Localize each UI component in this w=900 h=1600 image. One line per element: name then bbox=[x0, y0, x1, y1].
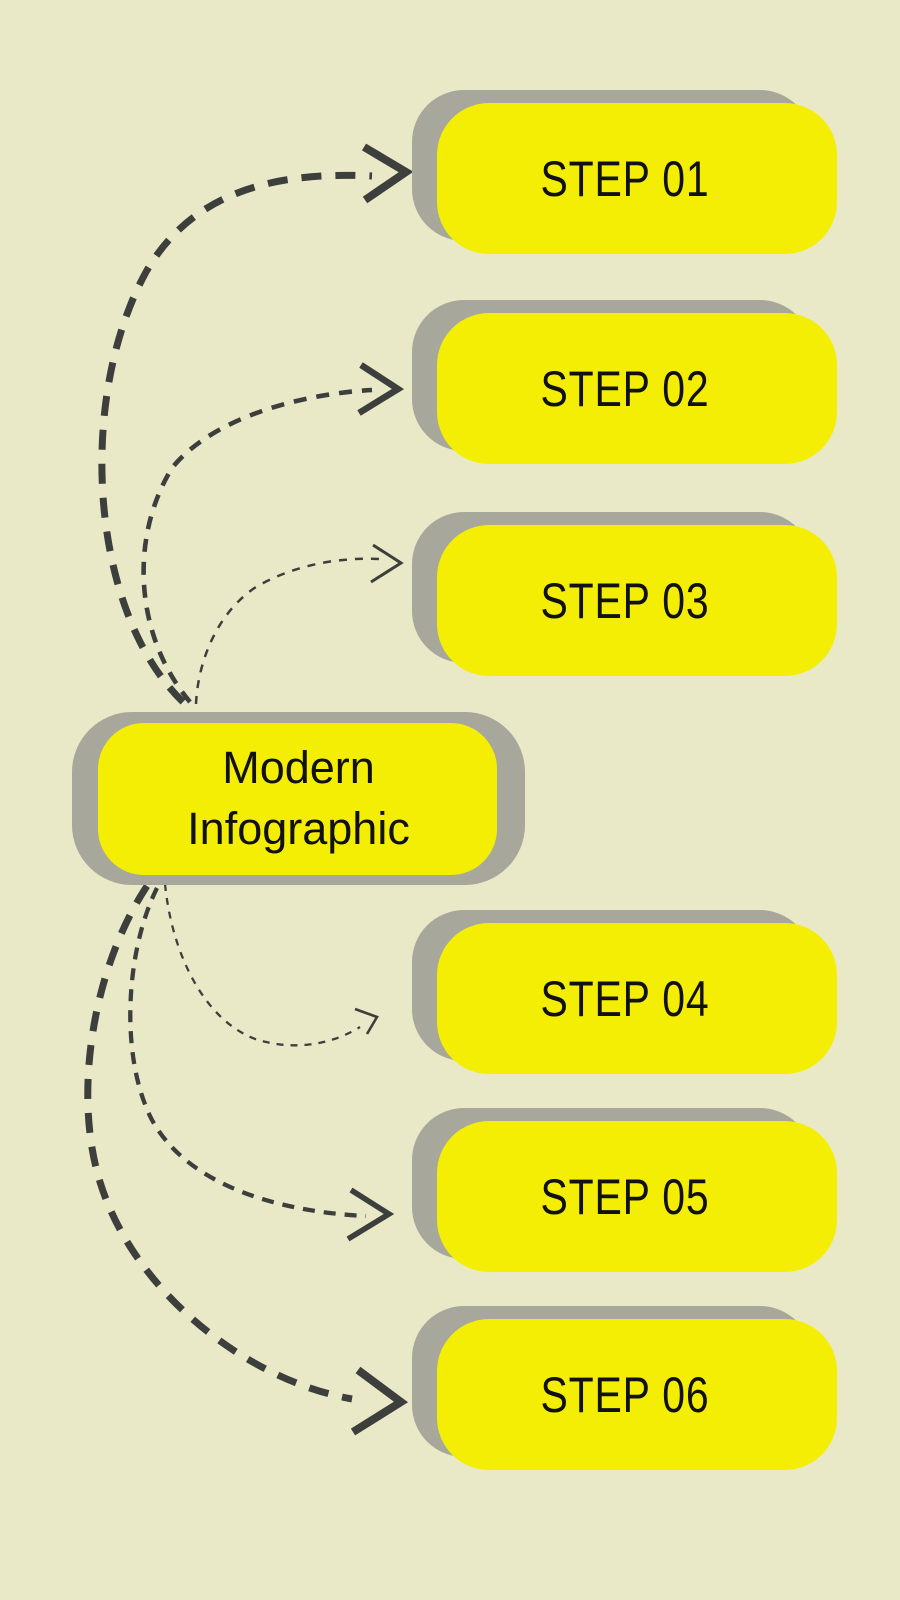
step-03-face bbox=[437, 525, 837, 676]
arrow-to-step-06-head bbox=[350, 1366, 409, 1436]
step-04-face bbox=[437, 923, 837, 1074]
arrow-to-step-02-shaft bbox=[141, 387, 373, 704]
step-01-label: STEP 01 bbox=[540, 150, 710, 207]
arrow-to-step-03-shaft bbox=[194, 557, 381, 705]
arrow-to-step-03-head bbox=[370, 543, 404, 584]
step-box-05: STEP 05 bbox=[412, 1108, 838, 1273]
step-04-label: STEP 04 bbox=[540, 970, 710, 1027]
center-node: Modern Infographic bbox=[72, 712, 525, 885]
center-node-label-line1: Modern bbox=[222, 742, 375, 794]
center-node-label: Modern Infographic bbox=[72, 712, 525, 885]
arrow-to-step-01-head bbox=[361, 143, 414, 204]
arrow-to-step-04-shaft bbox=[163, 883, 361, 1047]
step-06-face bbox=[437, 1319, 837, 1470]
arrow-to-step-02-head bbox=[357, 362, 405, 416]
step-06-label: STEP 06 bbox=[540, 1366, 710, 1423]
step-05-label: STEP 05 bbox=[540, 1168, 710, 1225]
step-02-label: STEP 02 bbox=[540, 360, 710, 417]
step-03-label: STEP 03 bbox=[540, 572, 710, 629]
center-node-face bbox=[98, 723, 497, 875]
step-box-06: STEP 06 bbox=[412, 1306, 838, 1471]
step-box-01: STEP 01 bbox=[412, 90, 838, 255]
arrow-to-step-05-head bbox=[346, 1187, 395, 1242]
arrow-to-step-01-shaft bbox=[98, 171, 373, 705]
arrow-to-step-05-shaft bbox=[128, 887, 367, 1219]
step-02-face bbox=[437, 313, 837, 464]
arrow-to-step-06-shaft bbox=[84, 884, 353, 1403]
step-box-02: STEP 02 bbox=[412, 300, 838, 465]
step-01-face bbox=[437, 103, 837, 254]
step-box-04: STEP 04 bbox=[412, 910, 838, 1075]
step-05-face bbox=[437, 1121, 837, 1272]
arrow-to-step-04-head bbox=[354, 1007, 379, 1035]
step-box-03: STEP 03 bbox=[412, 512, 838, 677]
center-node-label-line2: Infographic bbox=[187, 802, 410, 854]
